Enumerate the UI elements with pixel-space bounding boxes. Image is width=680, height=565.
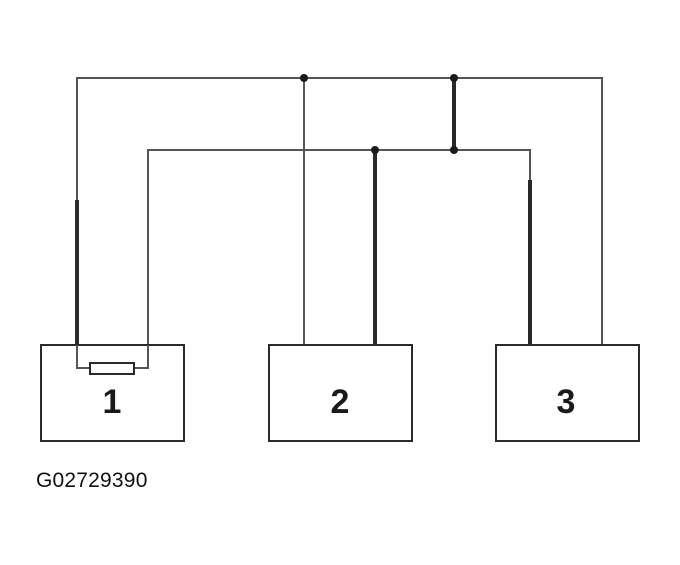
figure-reference-code: G02729390 xyxy=(36,469,148,492)
module-3: 3 xyxy=(495,344,640,442)
module-2-box xyxy=(268,344,413,442)
junction-dot-inner-cross-link xyxy=(450,146,458,154)
module-3-box xyxy=(495,344,640,442)
outer-bus-wire xyxy=(76,77,603,368)
junction-dot-outer-cross-link xyxy=(450,74,458,82)
junction-dot-outer-module-2 xyxy=(300,74,308,82)
module-1-label: 1 xyxy=(103,383,122,421)
termination-resistor-icon xyxy=(89,362,135,375)
module-2-label: 2 xyxy=(331,383,350,421)
junction-dot-inner-module-2 xyxy=(371,146,379,154)
module-3-label: 3 xyxy=(557,383,576,421)
module-2: 2 xyxy=(268,344,413,442)
inner-bus-wire xyxy=(147,149,531,368)
module-1-box xyxy=(40,344,185,442)
module-1: 1 xyxy=(40,344,185,442)
